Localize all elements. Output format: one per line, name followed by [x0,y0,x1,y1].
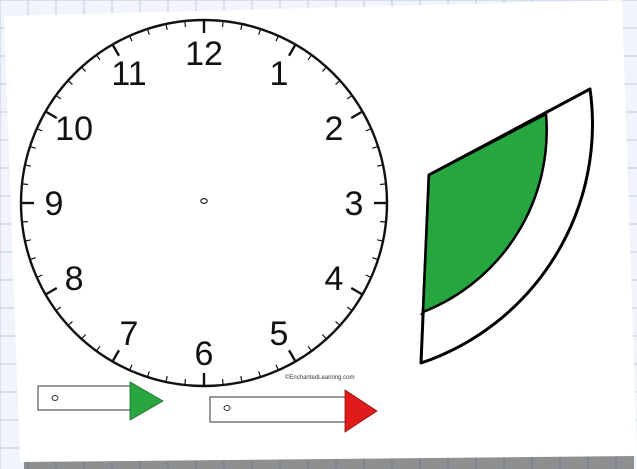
clock-numeral: 3 [345,185,364,223]
minute-tick [185,21,186,27]
clock-numeral: 10 [55,110,93,148]
minute-tick [22,222,28,223]
minute-hand-strip [210,397,350,422]
clock-numeral: 1 [270,55,289,93]
clock-numeral: 8 [65,260,84,298]
minute-tick [223,379,224,385]
clock-numeral: 6 [195,335,214,373]
clock-numeral: 11 [111,55,146,93]
minute-tick [380,222,386,223]
minute-tick [223,21,224,27]
clock-numeral: 2 [324,110,343,148]
minute-tick [380,184,386,185]
clock-numeral: 12 [185,35,223,73]
clock-numeral: 9 [45,185,64,223]
minute-tick [22,184,28,185]
clock-numeral: 7 [120,315,139,353]
clock-numeral: 5 [270,315,289,353]
minute-tick [185,379,186,385]
clock-numeral: 4 [324,260,343,298]
credit-text: ©EnchantedLearning.com [285,374,354,381]
